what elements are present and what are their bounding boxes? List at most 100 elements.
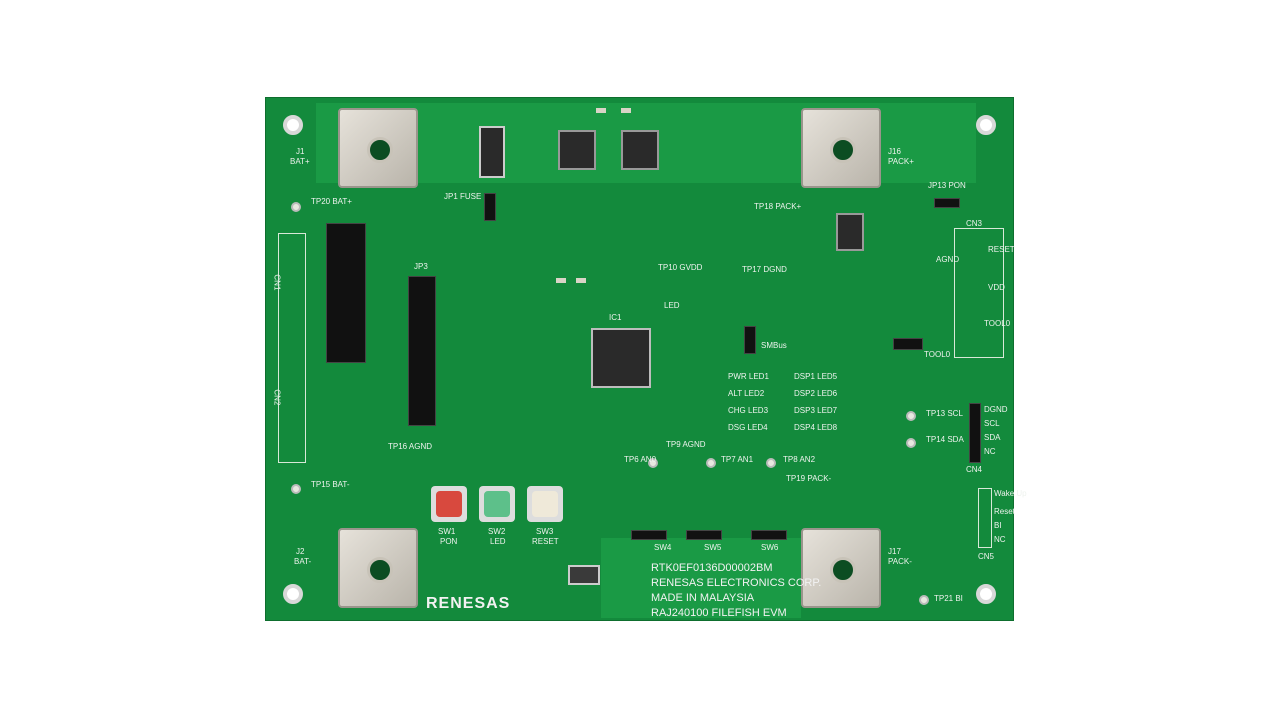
j17-net: PACK- bbox=[888, 557, 912, 566]
smd-component bbox=[621, 108, 631, 113]
testpoint[interactable] bbox=[906, 438, 916, 448]
jumper-smbus[interactable] bbox=[744, 326, 756, 354]
board-name: RAJ240100 FILEFISH EVM bbox=[651, 607, 787, 619]
jp3-label: JP3 bbox=[414, 262, 428, 271]
sw1-net: PON bbox=[440, 537, 458, 546]
pcb-board: J1 BAT+ J16 PACK+ J2 BAT- J17 PACK- IC1 … bbox=[265, 97, 1027, 621]
fuse-f1 bbox=[479, 126, 505, 178]
testpoint[interactable] bbox=[291, 484, 301, 494]
renesas-logo: RENESAS bbox=[426, 595, 511, 612]
jumper-block[interactable] bbox=[326, 223, 366, 363]
cn5-pin: BI bbox=[994, 521, 1002, 530]
manufacturer: RENESAS ELECTRONICS CORP. bbox=[651, 577, 822, 589]
sw3-label: SW3 bbox=[536, 527, 554, 536]
testpoint[interactable] bbox=[766, 458, 776, 468]
tp-label: TP18 PACK+ bbox=[754, 202, 802, 211]
j16-net: PACK+ bbox=[888, 157, 914, 166]
mounting-hole bbox=[283, 115, 303, 135]
j17-label: J17 bbox=[888, 547, 901, 556]
sw2-cap[interactable] bbox=[484, 491, 510, 517]
led-label: CHG LED3 bbox=[728, 406, 769, 415]
tp-label: TP6 AN0 bbox=[624, 455, 657, 464]
switch-sw5[interactable] bbox=[686, 530, 722, 540]
tp-label: TP8 AN2 bbox=[783, 455, 816, 464]
smd-component bbox=[596, 108, 606, 113]
j1-label: J1 bbox=[296, 147, 305, 156]
testpoint[interactable] bbox=[291, 202, 301, 212]
tp-label: TP15 BAT- bbox=[311, 480, 350, 489]
header-cn3[interactable] bbox=[954, 228, 1004, 358]
cn3-label: CN3 bbox=[966, 219, 983, 228]
cn3-pin: TOOL0 bbox=[984, 319, 1011, 328]
testpoint[interactable] bbox=[648, 458, 658, 468]
terminal-j2 bbox=[338, 528, 418, 608]
mounting-hole bbox=[976, 584, 996, 604]
sw2-net: LED bbox=[490, 537, 506, 546]
sw1-label: SW1 bbox=[438, 527, 456, 536]
header-cn1-cn2[interactable] bbox=[278, 233, 306, 463]
switch-sw4[interactable] bbox=[631, 530, 667, 540]
j2-net: BAT- bbox=[294, 557, 312, 566]
sw2-led-button[interactable] bbox=[479, 486, 515, 522]
cn3-pin: VDD bbox=[988, 283, 1005, 292]
header-jp3[interactable] bbox=[408, 276, 436, 426]
jumper-jp13[interactable] bbox=[934, 198, 960, 208]
board-info: RTK0EF0136D00002BM RENESAS ELECTRONICS C… bbox=[651, 561, 821, 621]
ic1-label: IC1 bbox=[609, 313, 622, 322]
smd-component bbox=[556, 278, 566, 283]
mosfet-q2 bbox=[621, 130, 659, 170]
header-cn4[interactable] bbox=[969, 403, 981, 463]
cn4-pin: NC bbox=[984, 447, 996, 456]
smbus-label: SMBus bbox=[761, 341, 787, 350]
led-label: DSP4 LED8 bbox=[794, 423, 838, 432]
cn1-label: CN1 bbox=[272, 274, 282, 291]
smd-component bbox=[576, 278, 586, 283]
jp2-label: LED bbox=[664, 301, 680, 310]
cn4-pin: SCL bbox=[984, 419, 1000, 428]
sw3-cap[interactable] bbox=[532, 491, 558, 517]
mounting-hole bbox=[283, 584, 303, 604]
led-label: DSG LED4 bbox=[728, 423, 768, 432]
sw6-label: SW6 bbox=[761, 543, 779, 552]
tp-label: TP21 BI bbox=[934, 594, 963, 603]
sw5-label: SW5 bbox=[704, 543, 722, 552]
testpoint[interactable] bbox=[706, 458, 716, 468]
sw3-net: RESET bbox=[532, 537, 559, 546]
led-label: ALT LED2 bbox=[728, 389, 765, 398]
tp-label: TP17 DGND bbox=[742, 265, 787, 274]
tp-label: TP19 PACK- bbox=[786, 474, 832, 483]
tp-label: JP13 PON bbox=[928, 181, 966, 190]
cn3-pin: RESET bbox=[988, 245, 1015, 254]
cn4-pin: DGND bbox=[984, 405, 1008, 414]
testpoint[interactable] bbox=[906, 411, 916, 421]
cn5-pin: Reset bbox=[994, 507, 1015, 516]
part-number: RTK0EF0136D00002BM bbox=[651, 562, 773, 574]
testpoint[interactable] bbox=[919, 595, 929, 605]
j16-label: J16 bbox=[888, 147, 901, 156]
tp-label: TP14 SDA bbox=[926, 435, 964, 444]
sw1-cap[interactable] bbox=[436, 491, 462, 517]
cn5-label: CN5 bbox=[978, 552, 995, 561]
jumper-jp1-fuse[interactable] bbox=[484, 193, 496, 221]
tool0-label: TOOL0 bbox=[924, 350, 951, 359]
sw3-reset-button[interactable] bbox=[527, 486, 563, 522]
led-label: DSP2 LED6 bbox=[794, 389, 838, 398]
jumper-tool0[interactable] bbox=[893, 338, 923, 350]
cn5-pin: NC bbox=[994, 535, 1006, 544]
cn4-label: CN4 bbox=[966, 465, 983, 474]
header-cn5[interactable] bbox=[978, 488, 992, 548]
cn4-pin: SDA bbox=[984, 433, 1001, 442]
tp-label: TP13 SCL bbox=[926, 409, 963, 418]
resistor-r1 bbox=[568, 565, 600, 585]
terminal-j17 bbox=[801, 528, 881, 608]
terminal-j1 bbox=[338, 108, 418, 188]
cn2-label: CN2 bbox=[272, 389, 282, 406]
cn3-pin: AGND bbox=[936, 255, 960, 264]
jp1-label: JP1 FUSE bbox=[444, 192, 482, 201]
j1-net: BAT+ bbox=[290, 157, 310, 166]
sw2-label: SW2 bbox=[488, 527, 506, 536]
j2-label: J2 bbox=[296, 547, 305, 556]
sw1-pon-button[interactable] bbox=[431, 486, 467, 522]
sw4-label: SW4 bbox=[654, 543, 672, 552]
switch-sw6[interactable] bbox=[751, 530, 787, 540]
